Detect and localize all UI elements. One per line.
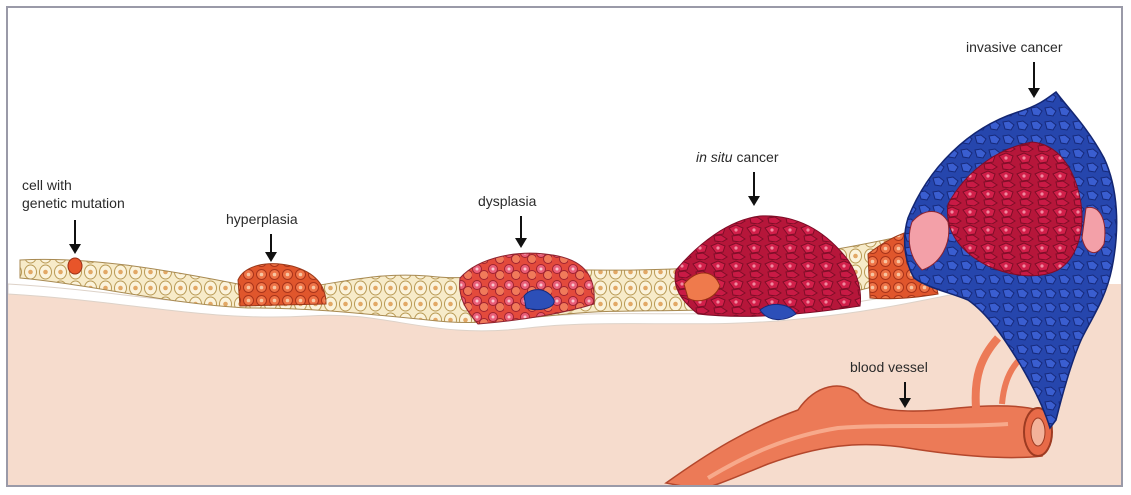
label-in-situ-rest: cancer xyxy=(733,149,779,165)
label-dysplasia: dysplasia xyxy=(478,192,536,210)
hyperplasia-region xyxy=(238,264,326,306)
arrow-hyperplasia xyxy=(270,234,272,254)
arrow-in-situ-cancer xyxy=(753,172,755,198)
tissue-illustration xyxy=(8,8,1123,487)
arrow-blood-vessel xyxy=(904,382,906,400)
label-in-situ-cancer: in situ cancer xyxy=(696,148,779,166)
arrow-dysplasia xyxy=(520,216,522,240)
label-cell-mutation-line1: cell with xyxy=(22,176,72,194)
label-cell-mutation-line2: genetic mutation xyxy=(22,194,125,212)
in-situ-cancer-region xyxy=(675,216,861,317)
label-hyperplasia: hyperplasia xyxy=(226,210,298,228)
label-blood-vessel: blood vessel xyxy=(850,358,928,376)
arrow-cell-mutation xyxy=(74,220,76,246)
vessel-lumen xyxy=(1031,418,1045,446)
label-invasive-cancer: invasive cancer xyxy=(966,38,1063,56)
mutated-cell xyxy=(68,258,82,274)
label-in-situ-italic: in situ xyxy=(696,149,733,165)
arrow-invasive-cancer xyxy=(1033,62,1035,90)
diagram-frame: cell with genetic mutation hyperplasia d… xyxy=(6,6,1123,487)
